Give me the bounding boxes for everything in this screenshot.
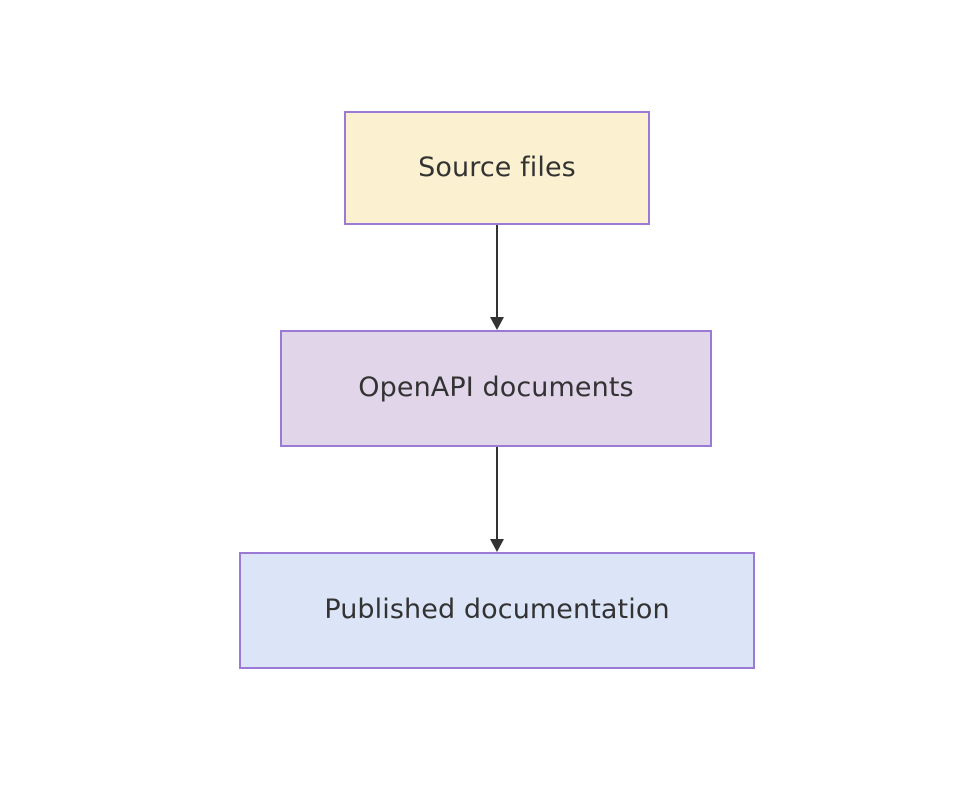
edge-source-files-to-openapi-documents: [490, 225, 504, 330]
node-label-published-documentation: Published documentation: [324, 594, 670, 626]
node-source-files[interactable]: Source files: [344, 111, 650, 225]
node-label-openapi-documents: OpenAPI documents: [358, 372, 634, 404]
arrowhead-icon-openapi-to-published: [490, 539, 504, 552]
node-published-documentation[interactable]: Published documentation: [239, 552, 755, 669]
edge-openapi-documents-to-published-documentation: [490, 447, 504, 552]
node-openapi-documents[interactable]: OpenAPI documents: [280, 330, 712, 447]
arrowhead-icon-source-to-openapi: [490, 317, 504, 330]
node-label-source-files: Source files: [418, 151, 576, 183]
